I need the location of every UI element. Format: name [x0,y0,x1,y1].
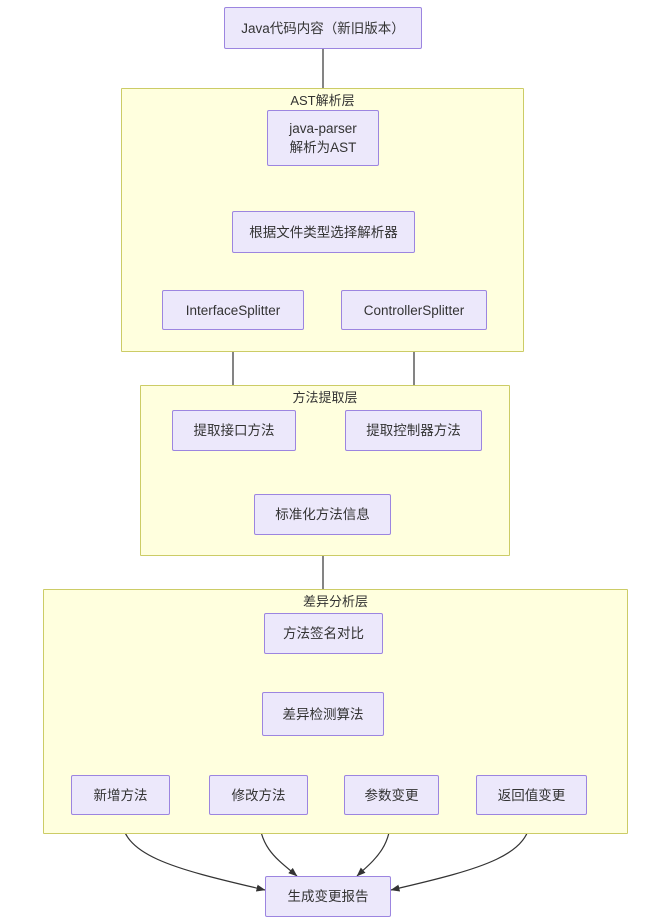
node-extract-controller[interactable]: 提取控制器方法 [345,410,482,451]
node-modified-method-label: 修改方法 [231,787,286,803]
node-return-change[interactable]: 返回值变更 [476,775,587,815]
node-select-parser-label: 根据文件类型选择解析器 [249,224,398,240]
subgraph-title-ast-layer: AST解析层 [290,93,355,108]
node-report[interactable]: 生成变更报告 [265,876,391,917]
node-report-label: 生成变更报告 [287,889,369,904]
node-added-method-label: 新增方法 [93,787,148,803]
node-normalize[interactable]: 标准化方法信息 [254,494,391,535]
node-controller-splitter-label: ControllerSplitter [363,302,465,318]
node-modified-method[interactable]: 修改方法 [209,775,308,815]
node-extract-interface-label: 提取接口方法 [193,423,275,438]
node-extract-interface[interactable]: 提取接口方法 [172,410,296,451]
node-controller-splitter[interactable]: ControllerSplitter [341,290,487,330]
node-java-parser[interactable]: java-parser 解析为AST [267,110,379,166]
node-added-method[interactable]: 新增方法 [71,775,170,815]
node-interface-splitter[interactable]: InterfaceSplitter [162,290,304,330]
node-diff-algorithm-label: 差异检测算法 [282,706,364,722]
node-source[interactable]: Java代码内容（新旧版本） [224,7,422,49]
subgraph-title-method-layer: 方法提取层 [292,390,358,405]
node-select-parser[interactable]: 根据文件类型选择解析器 [232,211,415,253]
node-signature-compare[interactable]: 方法签名对比 [264,613,383,654]
node-normalize-label: 标准化方法信息 [275,507,370,522]
node-return-change-label: 返回值变更 [497,787,566,803]
node-param-change-label: 参数变更 [364,787,419,803]
node-signature-compare-label: 方法签名对比 [283,626,364,641]
subgraph-title-diff-layer: 差异分析层 [302,594,368,609]
node-source-label: Java代码内容（新旧版本） [241,20,405,36]
node-extract-controller-label: 提取控制器方法 [366,423,461,438]
node-param-change[interactable]: 参数变更 [344,775,439,815]
node-diff-algorithm[interactable]: 差异检测算法 [262,692,384,736]
node-interface-splitter-label: InterfaceSplitter [185,302,281,318]
node-java-parser-label: java-parser 解析为AST [289,121,357,155]
